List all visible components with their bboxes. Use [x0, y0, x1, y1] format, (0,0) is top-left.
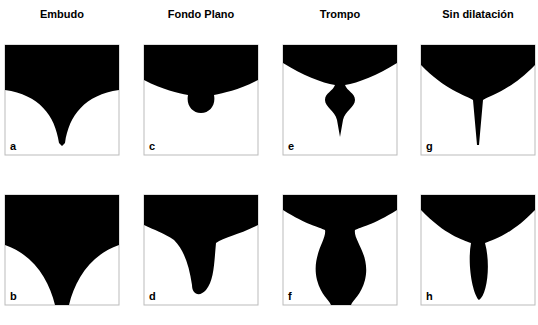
panel-h	[421, 195, 535, 305]
panel-letter: b	[10, 290, 17, 302]
panel-letter: e	[288, 140, 294, 152]
column-heading: Embudo	[40, 8, 84, 20]
column-heading: Fondo Plano	[168, 8, 235, 20]
panel-b	[5, 195, 119, 305]
panel-e	[283, 45, 397, 155]
panel-letter: h	[426, 290, 433, 302]
column-heading: Trompo	[320, 8, 360, 20]
panel-letter: a	[10, 140, 16, 152]
panel-f	[283, 195, 397, 305]
panel-letter: f	[288, 290, 292, 302]
panel-d	[144, 195, 258, 305]
panel-letter: c	[149, 140, 155, 152]
panel-letter: d	[149, 290, 156, 302]
column-heading: Sin dilatación	[442, 8, 514, 20]
panel-a	[5, 45, 119, 155]
panel-g	[421, 45, 535, 155]
panel-c	[144, 45, 258, 155]
panel-letter: g	[426, 140, 433, 152]
